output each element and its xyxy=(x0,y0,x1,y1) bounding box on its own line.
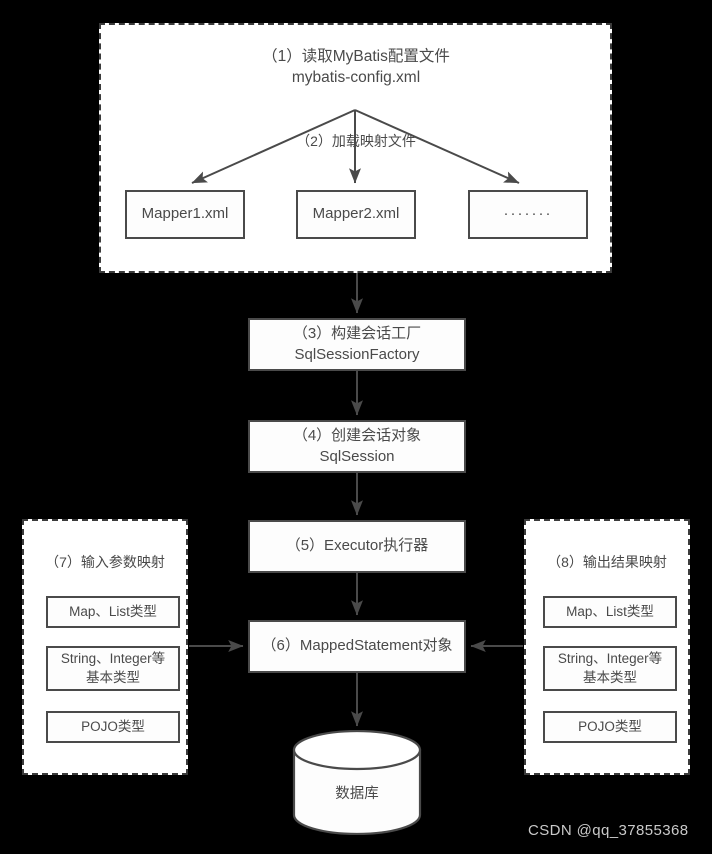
mapper-box-3[interactable]: ······· xyxy=(468,190,588,239)
csdn-watermark: CSDN @qq_37855368 xyxy=(528,822,689,839)
output-type-basic[interactable]: String、Integer等 基本类型 xyxy=(543,646,677,691)
input-type-map-list[interactable]: Map、List类型 xyxy=(46,596,180,628)
config-file-title: （1）读取MyBatis配置文件 mybatis-config.xml xyxy=(262,48,450,87)
database-label: 数据库 xyxy=(335,786,379,802)
input-mapping-title: （7）输入参数映射 xyxy=(45,554,165,570)
load-mapping-label: （2）加载映射文件 xyxy=(296,133,416,149)
flow-box-sqlsession[interactable]: （4）创建会话对象 SqlSession xyxy=(248,420,466,473)
input-type-basic[interactable]: String、Integer等 基本类型 xyxy=(46,646,180,691)
output-type-pojo[interactable]: POJO类型 xyxy=(543,711,677,743)
output-mapping-title: （8）输出结果映射 xyxy=(547,554,667,570)
mapper-box-1[interactable]: Mapper1.xml xyxy=(125,190,245,239)
flow-box-executor[interactable]: （5）Executor执行器 xyxy=(248,520,466,573)
input-type-pojo[interactable]: POJO类型 xyxy=(46,711,180,743)
flow-box-mappedstatement[interactable]: （6）MappedStatement对象 xyxy=(248,620,466,673)
database-cylinder-shape xyxy=(292,729,422,836)
flow-box-sqlsessionfactory[interactable]: （3）构建会话工厂 SqlSessionFactory xyxy=(248,318,466,371)
output-type-map-list[interactable]: Map、List类型 xyxy=(543,596,677,628)
database-cylinder[interactable]: 数据库 xyxy=(292,729,422,836)
mapper-box-2[interactable]: Mapper2.xml xyxy=(296,190,416,239)
